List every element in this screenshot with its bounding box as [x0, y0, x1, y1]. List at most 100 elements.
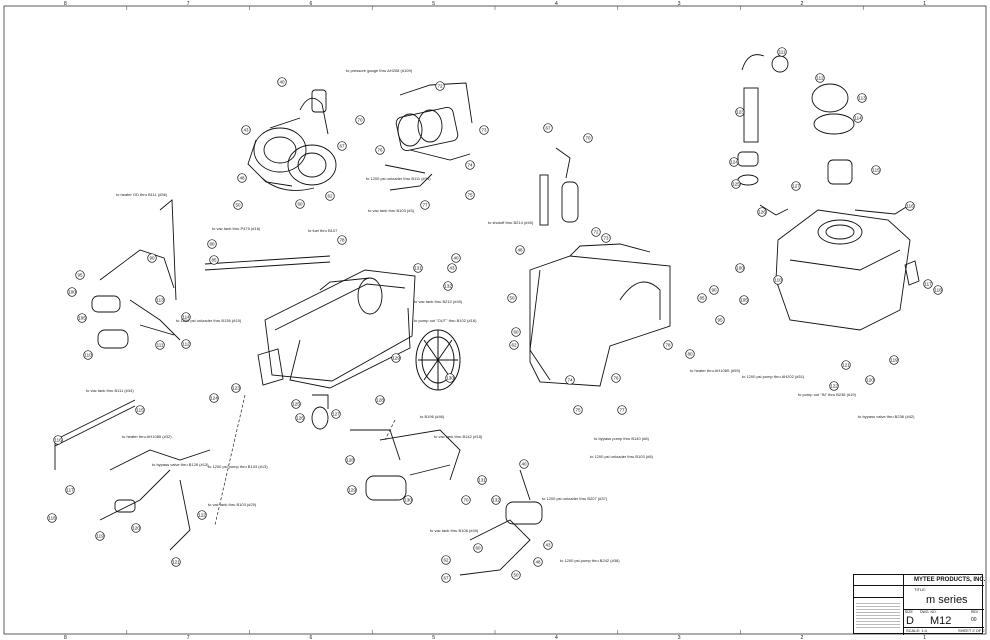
part-balloon: 40	[277, 77, 287, 87]
part-number: 132	[492, 498, 500, 503]
part-number: 67	[443, 576, 449, 581]
size-label: SIZE	[905, 610, 913, 614]
part-balloon: 118	[933, 285, 943, 295]
part-balloon: 114	[181, 312, 191, 322]
part-number: 119	[96, 534, 104, 539]
part-number: 114	[854, 116, 862, 121]
part-number: 128	[346, 458, 354, 463]
part-number: 85	[699, 296, 705, 301]
part-balloon: 111	[155, 340, 165, 350]
title-label: TITLE:	[914, 587, 927, 592]
part-balloon: 77	[420, 200, 430, 210]
part-balloon: 50	[511, 570, 521, 580]
part-number: 77	[619, 408, 625, 413]
part-number: 48	[239, 176, 245, 181]
part-number: 62	[327, 194, 333, 199]
part-balloon: 116	[905, 201, 915, 211]
part-number: 110	[84, 353, 92, 358]
sheet-text: SHEET 2 OF 2	[958, 628, 985, 633]
border-zone-number: 6	[309, 635, 312, 640]
part-balloon: 132	[491, 495, 501, 505]
part-balloon: 78	[337, 235, 347, 245]
part-balloon: 60	[511, 327, 521, 337]
part-balloon: 111	[777, 47, 787, 57]
part-number: 95	[77, 273, 83, 278]
caster-wheel	[311, 394, 329, 430]
callout-note: to shutoff thru B214 (#40)	[488, 220, 534, 225]
part-number: 67	[339, 144, 345, 149]
border-zone-number: 8	[64, 635, 67, 640]
callout-note: to heater thru AH108S (#59)	[690, 368, 741, 373]
part-number: 43	[545, 543, 551, 548]
part-number: 80	[687, 352, 693, 357]
part-number: 112	[816, 76, 824, 81]
part-number: 72	[437, 84, 443, 89]
part-number: 121	[172, 560, 180, 565]
part-number: 131	[414, 266, 422, 271]
part-balloon: 40	[451, 253, 461, 263]
callout-note: to vac tank thru P479 (#16)	[212, 226, 261, 231]
part-number: 70	[357, 118, 363, 123]
callout-note: to vac tank thru B210 (#40)	[414, 299, 463, 304]
part-balloon: 75	[573, 405, 583, 415]
part-number: 111	[779, 50, 786, 55]
part-balloon: 119	[889, 355, 899, 365]
part-balloon: 131	[477, 475, 487, 485]
rev-value: 00	[971, 617, 977, 623]
part-balloon: 115	[135, 405, 145, 415]
part-number: 116	[906, 204, 914, 209]
callout-note: to vac tank thru B108 (#40)	[430, 528, 479, 533]
callout-note: to vac tank thru B111 (#34)	[86, 388, 134, 393]
part-number: 127	[332, 412, 340, 417]
part-number: 75	[467, 193, 473, 198]
part-balloon: 110	[773, 275, 783, 285]
part-balloon: 85	[209, 255, 219, 265]
drawing-title: m series	[926, 594, 968, 606]
part-balloon: 67	[543, 123, 553, 133]
part-number: 124	[210, 396, 218, 401]
part-number: 112	[182, 342, 190, 347]
dwg-number: M12	[930, 615, 952, 627]
part-number: 76	[377, 148, 383, 153]
part-number: 129	[392, 356, 400, 361]
part-number: 43	[449, 266, 455, 271]
part-balloon: 85	[697, 293, 707, 303]
part-number: 121	[842, 363, 850, 368]
part-balloon: 60	[295, 199, 305, 209]
scale-text: SCALE: 1:4	[906, 628, 927, 633]
part-balloon: 48	[533, 557, 543, 567]
callout-note: to 1200 psi pump thru B242 (#38)	[560, 558, 620, 563]
part-balloon: 127	[791, 181, 801, 191]
callout-note: to vac tank thru B142 (#18)	[434, 434, 483, 439]
part-number: 48	[517, 248, 523, 253]
part-balloon: 100	[67, 287, 77, 297]
lower-left-fittings	[54, 399, 211, 551]
part-balloon: 120	[865, 375, 875, 385]
part-number: 100	[736, 266, 744, 271]
pump-assembly	[384, 82, 473, 191]
part-number: 115	[136, 408, 144, 413]
part-number: 130	[446, 376, 454, 381]
callout-note: to vac tank thru B103 (#20)	[208, 502, 257, 507]
part-number: 70	[585, 136, 591, 141]
part-balloon: 119	[95, 531, 105, 541]
part-number: 77	[422, 203, 428, 208]
part-balloon: 121	[171, 557, 181, 567]
part-balloon: 73	[479, 125, 489, 135]
part-number: 60	[475, 546, 481, 551]
part-balloon: 126	[295, 413, 305, 423]
part-balloon: 90	[147, 253, 157, 263]
part-balloon: 50	[507, 293, 517, 303]
callout-note: to fuel thru B107	[308, 228, 338, 233]
dashed-leader	[214, 394, 246, 526]
part-balloon: 121	[841, 360, 851, 370]
part-number: 120	[132, 526, 140, 531]
part-number: 105	[740, 298, 748, 303]
part-number: 95	[717, 318, 723, 323]
part-number: 113	[858, 96, 866, 101]
part-balloon: 129	[391, 353, 401, 363]
part-number: 90	[711, 288, 717, 293]
part-number: 118	[48, 516, 56, 521]
part-balloon: 67	[441, 573, 451, 583]
